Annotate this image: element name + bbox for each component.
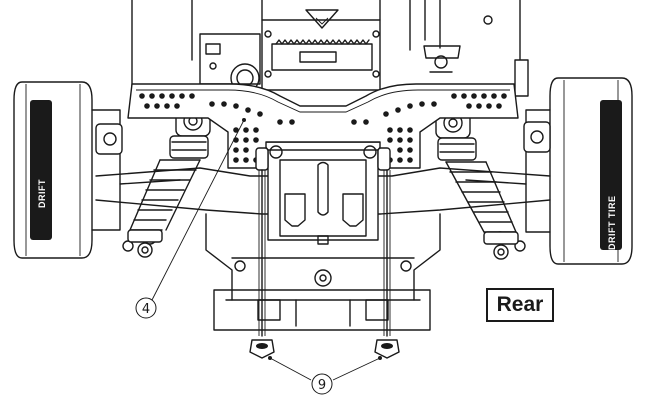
callout-9-label: 9: [318, 378, 326, 393]
left-tire: DRIFT: [13, 81, 123, 259]
screw-assembly-left: [249, 169, 275, 359]
left-tire-text: DRIFT: [37, 179, 47, 208]
right-tire-text: DRIFT TIRE: [607, 196, 617, 251]
callout-part-4: 4: [135, 118, 246, 319]
rear-damper-stay: [127, 83, 519, 171]
upper-chassis-structure: [131, 0, 529, 97]
callout-4-label: 4: [142, 302, 150, 317]
right-tire: DRIFT TIRE: [523, 77, 633, 265]
rear-label-text: Rear: [496, 293, 544, 316]
screw-assembly-right: [374, 169, 400, 359]
callout-part-9: 9: [268, 356, 382, 395]
right-shock-absorber: [435, 107, 519, 260]
center-housing: [261, 141, 385, 245]
rear-orientation-label: Rear: [486, 288, 554, 322]
left-shock-absorber: [127, 105, 211, 258]
